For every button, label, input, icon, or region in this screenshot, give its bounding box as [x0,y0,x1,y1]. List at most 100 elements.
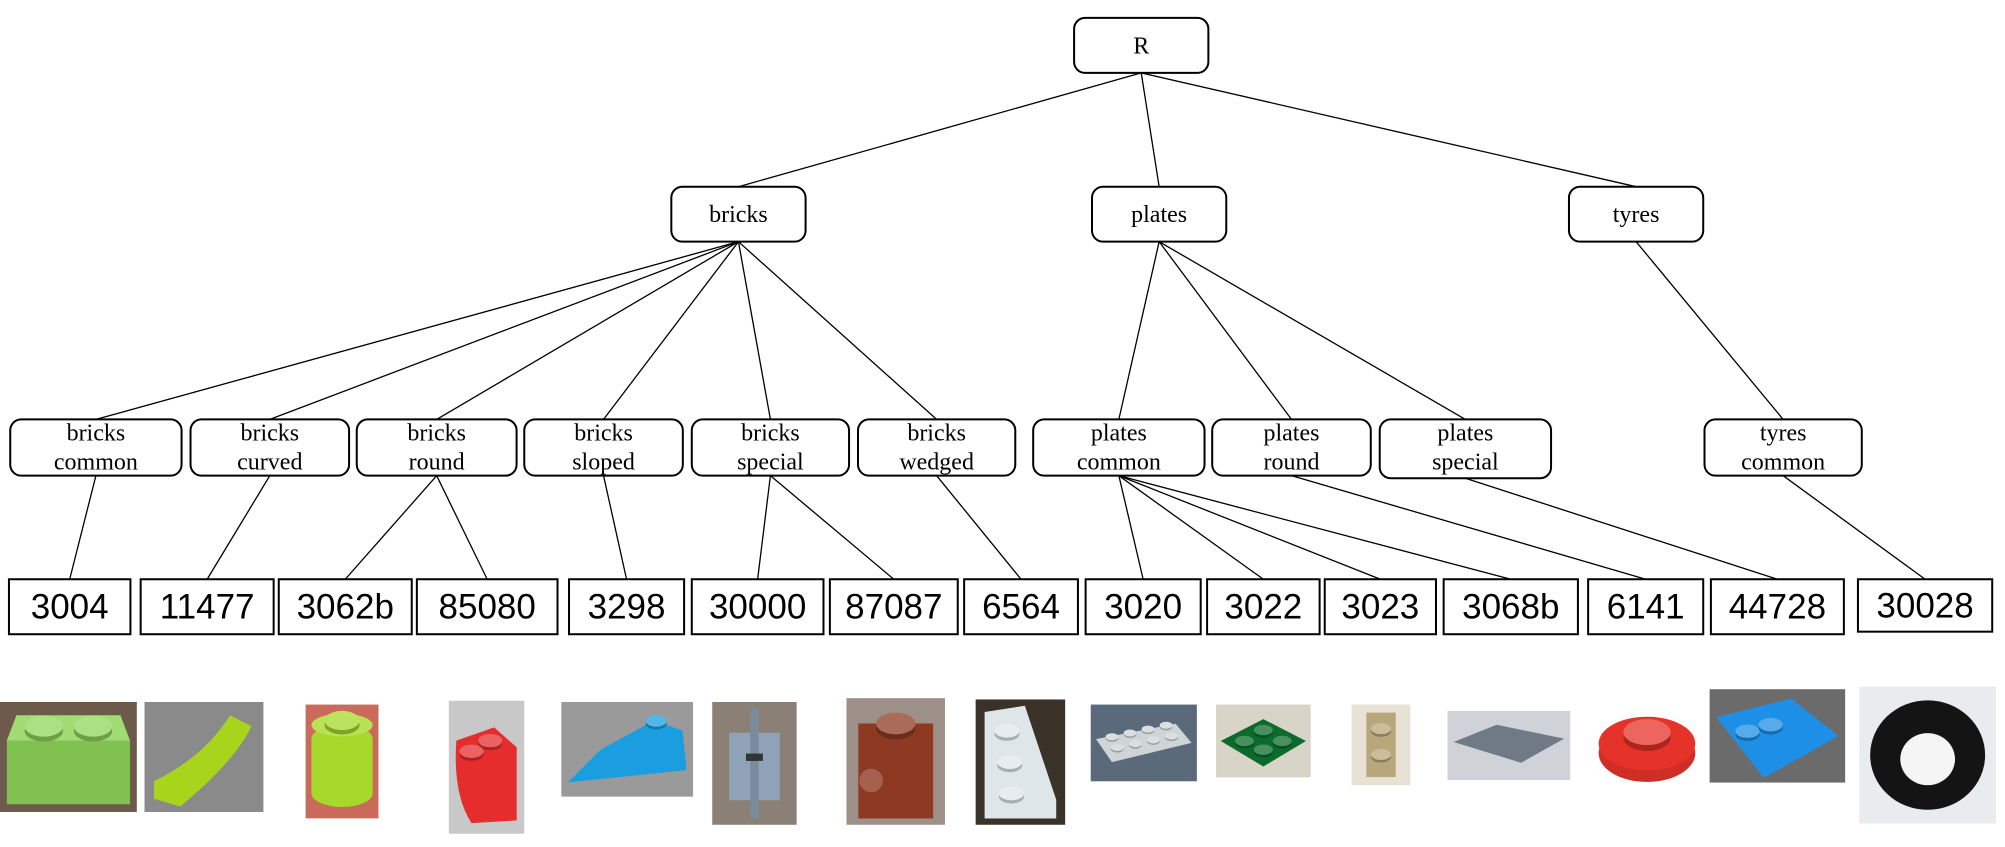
edge-plates_common-3023 [1118,475,1381,580]
part-photo-85080 [448,700,525,834]
edge-bricks_special-87087 [769,475,895,580]
subcategory-node-bricks-special-label-line1: bricks [741,420,800,446]
part-photo-6141 [1593,695,1701,792]
edges-layer [69,72,1926,580]
subcategory-node-bricks-common-label-line1: bricks [67,420,126,446]
subcategory-node-plates-round-box [1211,418,1372,477]
subcategory-node-bricks-round-label-line2: round [409,449,465,475]
edge-bricks_sloped-3298 [602,475,628,580]
part-photo-3298 [561,702,694,797]
subcategory-node-bricks-wedged: bricks wedged [857,418,1017,477]
part-node-6564: 6564 [963,578,1079,636]
part-photo-3022 [1216,704,1311,778]
part-node-3023: 3023 [1323,578,1437,636]
part-label-3020: 3020 [1104,588,1182,627]
root-node-label: R [1133,33,1149,59]
edge-bricks_special-30000 [756,475,772,580]
edge-bricks-bricks_sloped [603,241,739,420]
edge-plates_special-44728 [1465,477,1778,580]
category-node-tyres-box [1567,185,1705,243]
subcategory-node-bricks-common: bricks common [9,418,183,477]
part-node-85080: 85080 [415,578,559,636]
edge-bricks_curved-11477 [206,475,271,580]
edge-tyres-tyres_common [1635,241,1784,420]
edge-plates_common-3020 [1118,475,1144,580]
category-node-bricks: bricks [670,185,807,243]
part-label-3004: 3004 [31,588,109,627]
subcategory-node-plates-common-label-line1: plates [1091,420,1147,446]
subcategory-node-bricks-wedged-label-line1: bricks [907,420,966,446]
part-photo-3020 [1090,704,1197,782]
part-box-3020 [1084,578,1202,636]
root-node: R [1073,16,1210,74]
edge-bricks_common-3004 [69,475,97,580]
edge-plates-plates_round [1158,241,1293,420]
subcategory-node-tyres-common: tyres common [1703,418,1863,477]
part-node-3022: 3022 [1206,578,1321,636]
subcategory-node-plates-special-label-line1: plates [1437,420,1493,446]
part-photo-30028 [1859,686,1997,824]
subcategory-node-tyres-common-label-line2: common [1741,449,1825,475]
subcategory-node-bricks-sloped-label-line1: bricks [574,420,633,446]
part-photo-3004 [0,702,137,812]
part-photos-layer [0,686,1997,834]
part-label-6564: 6564 [982,588,1060,627]
subcategory-node-bricks-curved-label-line2: curved [237,449,302,475]
edge-plates-plates_special [1158,241,1466,420]
part-box-3298 [568,578,686,636]
part-label-6141: 6141 [1607,588,1685,627]
part-box-6141 [1587,578,1705,636]
part-box-3062b [277,578,413,636]
category-node-plates: plates [1091,185,1228,243]
edge-plates_common-3022 [1118,475,1264,580]
part-node-3020: 3020 [1084,578,1202,636]
category-node-plates-label: plates [1131,202,1187,228]
subcategory-node-bricks-curved: bricks curved [189,418,351,477]
part-box-44728 [1709,578,1845,636]
subcategory-node-tyres-common-label-line1: tyres [1760,420,1807,446]
category-node-tyres-label: tyres [1613,202,1660,228]
part-box-6564 [963,578,1079,636]
category-node-bricks-label: bricks [709,202,768,228]
category-node-plates-box [1091,185,1228,243]
subcategory-node-bricks-wedged-box [857,418,1017,477]
edge-plates_common-3068b [1118,475,1511,580]
subcategory-node-plates-common-label-line2: common [1077,449,1161,475]
part-label-11477: 11477 [160,588,255,627]
part-box-30028 [1856,578,1994,633]
subcategory-node-bricks-wedged-label-line2: wedged [899,449,974,475]
part-photo-87087 [846,698,945,825]
part-box-30000 [690,578,825,636]
part-label-3022: 3022 [1224,588,1302,627]
part-node-3068b: 3068b [1442,578,1579,636]
subcategory-node-plates-round-label-line2: round [1263,449,1319,475]
part-box-3023 [1323,578,1437,636]
subcategory-node-bricks-curved-label-line1: bricks [240,420,299,446]
edge-plates_round-6141 [1291,475,1646,580]
subcategory-node-bricks-round-box [355,418,518,477]
edge-bricks-bricks_curved [269,241,739,421]
subcategory-node-bricks-sloped-label-line2: sloped [572,449,635,475]
category-node-tyres: tyres [1567,185,1705,243]
part-label-30028: 30028 [1876,586,1973,625]
subcategory-node-plates-special-box [1378,418,1553,480]
part-label-87087: 87087 [845,588,942,627]
part-photo-44728 [1709,689,1846,783]
part-box-3022 [1206,578,1321,636]
part-label-44728: 44728 [1729,588,1826,627]
subcategory-node-bricks-special-label-line2: special [737,449,804,475]
edge-R-tyres [1141,72,1637,188]
part-photo-11477 [144,702,264,812]
part-photo-6564 [975,699,1066,825]
part-node-3298: 3298 [568,578,686,636]
part-node-87087: 87087 [828,578,959,636]
edge-bricks-bricks_special [737,241,772,420]
subcategory-node-plates-common: plates common [1032,418,1206,477]
edge-bricks_round-85080 [436,475,488,580]
part-node-3062b: 3062b [277,578,413,636]
subcategory-node-bricks-common-label-line2: common [54,449,138,475]
part-node-11477: 11477 [139,578,275,636]
part-box-3068b [1442,578,1579,636]
